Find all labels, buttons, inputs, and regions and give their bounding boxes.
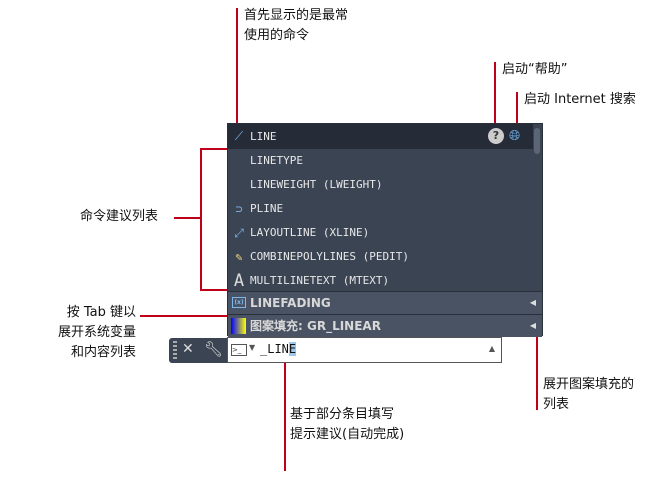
suggestion-item[interactable]: ⤢LAYOUTLINE (XLINE) bbox=[228, 221, 533, 245]
scrollbar[interactable] bbox=[534, 128, 540, 154]
xline-icon: ⤢ bbox=[234, 226, 244, 240]
gradient-swatch-icon bbox=[231, 318, 246, 334]
leader-line bbox=[536, 322, 538, 410]
annotation-suggestions: 命令建议列表 bbox=[80, 209, 159, 224]
leader-line bbox=[284, 363, 286, 471]
annotation-tab: 按 Tab 键以展开系统变量和内容列表 bbox=[57, 305, 136, 360]
annotation-help: 启动“帮助” bbox=[502, 62, 568, 77]
autocomplete-panel: ⟋LINE ? 🌐︎ LINETYPE LINEWEIGHT (LWEIGHT)… bbox=[227, 123, 543, 337]
expand-arrow-icon[interactable]: ◀ bbox=[529, 321, 536, 330]
leader-line bbox=[494, 62, 496, 124]
suggestion-item[interactable]: ✎COMBINEPOLYLINES (PEDIT) bbox=[228, 245, 533, 269]
command-prompt-icon[interactable]: >_ bbox=[231, 344, 247, 356]
wrench-icon[interactable]: 🔧︎ bbox=[204, 340, 224, 358]
pedit-icon: ✎ bbox=[235, 250, 243, 264]
recent-commands-dropdown-icon[interactable]: ▼ bbox=[249, 343, 256, 352]
bracket bbox=[200, 289, 227, 291]
annotation-autocomplete: 基于部分条目填写提示建议(自动完成) bbox=[290, 407, 405, 442]
drag-handle[interactable] bbox=[173, 341, 177, 360]
autocomplete-text: E bbox=[288, 342, 297, 356]
sysvar-icon: (x) bbox=[232, 297, 246, 308]
section-linefading[interactable]: (x) LINEFADING◀ bbox=[228, 291, 542, 314]
bracket bbox=[200, 148, 227, 150]
annotation-most-used: 首先显示的是最常使用的命令 bbox=[244, 8, 349, 43]
mtext-icon: A bbox=[233, 271, 245, 291]
annotation-internet: 启动 Internet 搜索 bbox=[524, 92, 636, 107]
command-input[interactable]: >_ ▼ _LINE ▲ bbox=[227, 337, 502, 363]
close-icon[interactable]: ✕ bbox=[182, 341, 194, 357]
help-icon[interactable]: ? bbox=[488, 128, 504, 144]
pline-icon: ⊃ bbox=[235, 202, 243, 216]
history-up-icon[interactable]: ▲ bbox=[488, 344, 495, 353]
expand-arrow-icon[interactable]: ◀ bbox=[529, 298, 536, 307]
annotation-expand-hatch: 展开图案填充的列表 bbox=[543, 377, 635, 412]
leader-line bbox=[516, 92, 518, 124]
suggestion-item[interactable]: ⊃PLINE bbox=[228, 197, 533, 221]
line-icon: ⟋ bbox=[234, 129, 244, 143]
internet-search-icon[interactable]: 🌐︎ bbox=[509, 128, 521, 144]
suggestion-item-line[interactable]: ⟋LINE ? 🌐︎ bbox=[228, 124, 533, 149]
typed-text: _LIN bbox=[260, 342, 289, 356]
section-hatch[interactable]: 图案填充: GR_LINEAR◀ bbox=[228, 314, 542, 337]
command-line-toolbar: ✕ 🔧︎ bbox=[169, 338, 227, 363]
leader-line bbox=[174, 217, 200, 219]
leader-line bbox=[140, 315, 227, 317]
suggestion-item[interactable]: LINEWEIGHT (LWEIGHT) bbox=[250, 178, 383, 191]
leader-line bbox=[236, 8, 238, 123]
bracket bbox=[200, 148, 202, 290]
suggestion-item[interactable]: LINETYPE bbox=[250, 154, 303, 167]
